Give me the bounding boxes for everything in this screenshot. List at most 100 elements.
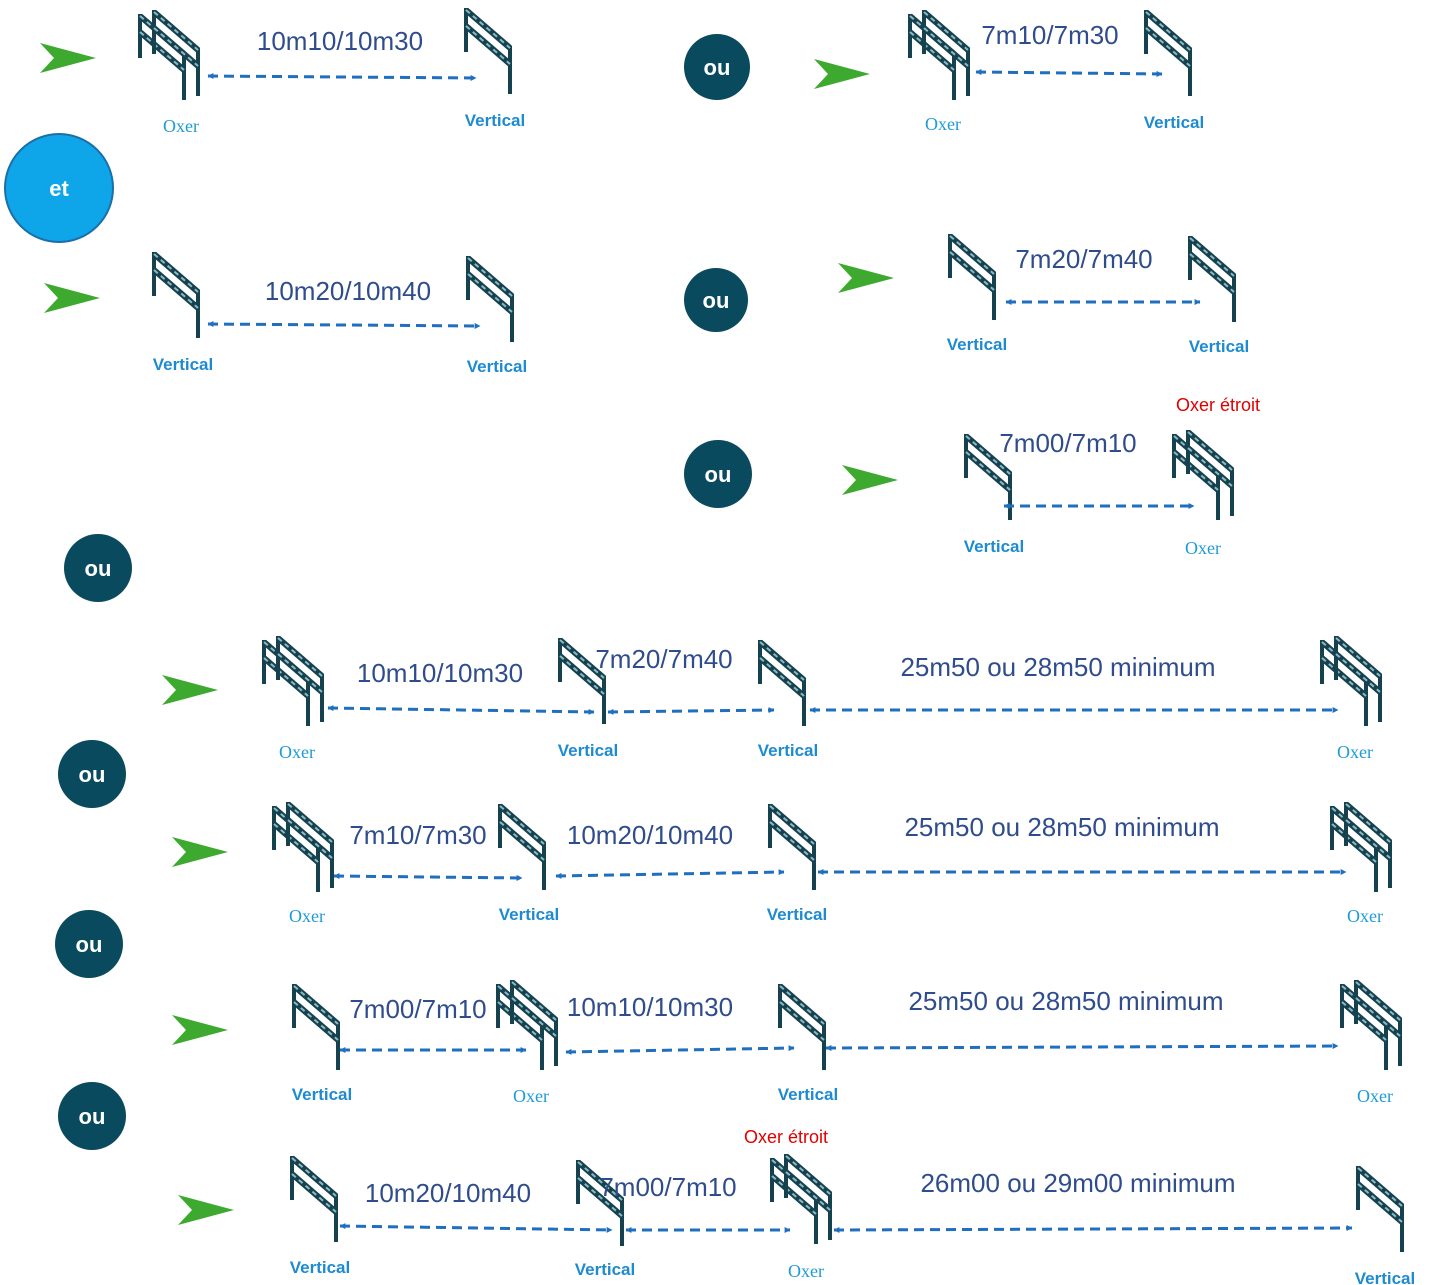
distance-arrow bbox=[207, 73, 477, 81]
svg-text:ou: ou bbox=[79, 762, 106, 787]
distance-arrow bbox=[327, 705, 595, 715]
oxer-fence-icon bbox=[1320, 635, 1382, 726]
oxer-label: Oxer bbox=[513, 1086, 549, 1106]
oxer-label: Oxer bbox=[163, 116, 199, 136]
distance-label: 7m00/7m10 bbox=[349, 994, 486, 1024]
vertical-label: Vertical bbox=[1355, 1269, 1416, 1285]
distance-arrow bbox=[607, 707, 775, 715]
vertical-label: Vertical bbox=[767, 905, 828, 924]
distance-label: 10m10/10m30 bbox=[567, 992, 733, 1022]
vertical-fence-icon bbox=[1356, 1165, 1404, 1252]
vertical-fence-icon bbox=[466, 255, 514, 342]
start-arrow-icon bbox=[162, 675, 218, 705]
vertical-label: Vertical bbox=[465, 111, 526, 130]
distance-label: 25m50 ou 28m50 minimum bbox=[908, 986, 1223, 1016]
vertical-fence-icon bbox=[290, 1155, 338, 1242]
svg-text:ou: ou bbox=[704, 55, 731, 80]
vertical-label: Vertical bbox=[947, 335, 1008, 354]
vertical-label: Vertical bbox=[1189, 337, 1250, 356]
ou-connector: ou bbox=[64, 534, 132, 602]
distance-arrow bbox=[333, 873, 523, 881]
start-arrow-icon bbox=[172, 837, 228, 867]
vertical-fence-icon bbox=[576, 1159, 624, 1246]
start-arrow-icon bbox=[842, 465, 898, 495]
distance-arrow bbox=[565, 1045, 795, 1055]
distance-label: 7m20/7m40 bbox=[1015, 244, 1152, 274]
oxer-fence-icon bbox=[496, 979, 558, 1070]
oxer-label: Oxer bbox=[925, 114, 961, 134]
distance-label: 7m10/7m30 bbox=[349, 820, 486, 850]
vertical-fence-icon bbox=[964, 433, 1012, 520]
et-connector: et bbox=[4, 133, 114, 243]
ou-connector: ou bbox=[55, 910, 123, 978]
distance-label: 10m20/10m40 bbox=[265, 276, 431, 306]
oxer-fence-icon bbox=[1172, 429, 1234, 520]
start-arrow-icon bbox=[838, 263, 894, 293]
start-arrow-icon bbox=[178, 1195, 234, 1225]
vertical-label: Vertical bbox=[758, 741, 819, 760]
oxer-label: Oxer bbox=[1347, 906, 1383, 926]
oxer-label: Oxer bbox=[1185, 538, 1221, 558]
distance-label: 10m20/10m40 bbox=[567, 820, 733, 850]
oxer-label: Oxer bbox=[289, 906, 325, 926]
vertical-fence-icon bbox=[498, 803, 546, 890]
vertical-fence-icon bbox=[948, 233, 996, 320]
distance-label: 26m00 ou 29m00 minimum bbox=[920, 1168, 1235, 1198]
distance-arrow bbox=[207, 321, 481, 329]
narrow-oxer-note: Oxer étroit bbox=[1176, 395, 1260, 415]
vertical-label: Vertical bbox=[575, 1260, 636, 1279]
distance-arrow bbox=[825, 1043, 1339, 1051]
oxer-fence-icon bbox=[1330, 801, 1392, 892]
distance-arrow bbox=[833, 1225, 1353, 1233]
oxer-fence-icon bbox=[770, 1153, 832, 1244]
ou-connector: ou bbox=[684, 34, 750, 100]
svg-text:ou: ou bbox=[705, 462, 732, 487]
oxer-label: Oxer bbox=[279, 742, 315, 762]
distance-label: 25m50 ou 28m50 minimum bbox=[904, 812, 1219, 842]
narrow-oxer-note: Oxer étroit bbox=[744, 1127, 828, 1147]
svg-text:ou: ou bbox=[79, 1104, 106, 1129]
start-arrow-icon bbox=[40, 43, 96, 73]
vertical-label: Vertical bbox=[964, 537, 1025, 556]
ou-connector: ou bbox=[58, 1082, 126, 1150]
vertical-label: Vertical bbox=[778, 1085, 839, 1104]
vertical-label: Vertical bbox=[290, 1258, 351, 1277]
oxer-fence-icon bbox=[908, 9, 970, 100]
ou-connector: ou bbox=[684, 268, 748, 332]
distance-label: 10m10/10m30 bbox=[357, 658, 523, 688]
oxer-label: Oxer bbox=[1357, 1086, 1393, 1106]
oxer-label: Oxer bbox=[1337, 742, 1373, 762]
start-arrow-icon bbox=[44, 283, 100, 313]
distance-label: 7m20/7m40 bbox=[595, 644, 732, 674]
vertical-fence-icon bbox=[1188, 235, 1236, 322]
vertical-label: Vertical bbox=[1144, 113, 1205, 132]
distance-arrow bbox=[555, 869, 785, 879]
svg-text:ou: ou bbox=[76, 932, 103, 957]
svg-text:et: et bbox=[49, 176, 69, 201]
vertical-fence-icon bbox=[778, 983, 826, 1070]
distance-label: 10m10/10m30 bbox=[257, 26, 423, 56]
oxer-fence-icon bbox=[138, 9, 200, 100]
vertical-fence-icon bbox=[558, 637, 606, 724]
start-arrow-icon bbox=[172, 1015, 228, 1045]
svg-text:ou: ou bbox=[703, 288, 730, 313]
vertical-label: Vertical bbox=[292, 1085, 353, 1104]
vertical-fence-icon bbox=[292, 983, 340, 1070]
oxer-fence-icon bbox=[262, 635, 324, 726]
distance-label: 7m00/7m10 bbox=[999, 428, 1136, 458]
distance-label: 7m00/7m10 bbox=[599, 1172, 736, 1202]
vertical-label: Vertical bbox=[467, 357, 528, 376]
distance-arrow bbox=[339, 1223, 613, 1233]
vertical-fence-icon bbox=[758, 639, 806, 726]
distance-label: 25m50 ou 28m50 minimum bbox=[900, 652, 1215, 682]
vertical-label: Vertical bbox=[153, 355, 214, 374]
oxer-fence-icon bbox=[1340, 979, 1402, 1070]
svg-text:ou: ou bbox=[85, 556, 112, 581]
ou-connector: ou bbox=[684, 440, 752, 508]
vertical-fence-icon bbox=[1144, 9, 1192, 96]
vertical-fence-icon bbox=[768, 803, 816, 890]
start-arrow-icon bbox=[814, 59, 870, 89]
distance-label: 10m20/10m40 bbox=[365, 1178, 531, 1208]
distance-arrow bbox=[975, 69, 1163, 77]
